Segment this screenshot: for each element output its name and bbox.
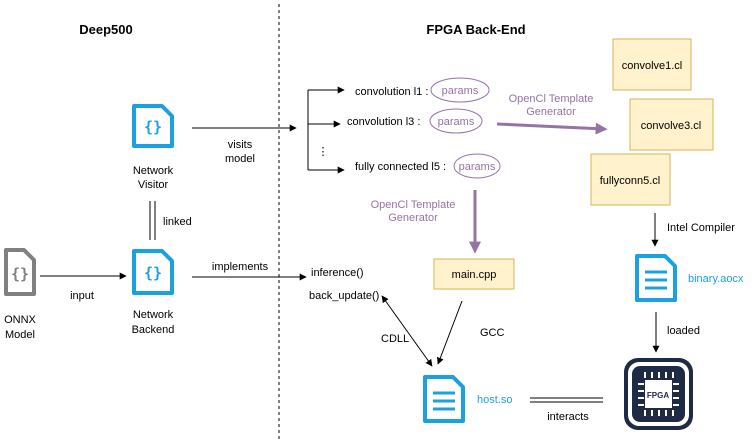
generator-right-label-line1: OpenCl Template (509, 93, 594, 105)
fpga-chip-label: FPGA (647, 391, 669, 400)
host-so-icon (423, 375, 465, 423)
visits-edge-label-line1: visits (228, 139, 253, 151)
backend-curly-glyph: {} (144, 264, 162, 282)
onnx-curly-glyph: {} (11, 265, 29, 283)
network-visitor-icon: {} (132, 104, 174, 148)
gcc-edge-label: GCC (480, 327, 505, 339)
cdll-edge (381, 295, 433, 367)
cdll-edge-label: CDLL (381, 333, 409, 345)
layer-params-ellipse-conv1 (430, 77, 490, 103)
interacts-edge-label: interacts (547, 411, 589, 423)
note-main-cpp (433, 258, 515, 290)
implements-edge-label: implements (212, 261, 269, 273)
generator-down-label-line1: OpenCl Template (371, 199, 456, 211)
note-convolve1-label: convolve1.cl (622, 60, 683, 72)
binary-aocx-icon (635, 254, 677, 302)
note-convolve1 (612, 38, 692, 91)
layer-label-fc5: fully connected l5 : (355, 161, 446, 173)
network-visitor-label-line2: Visitor (138, 179, 169, 191)
section-title-deep500: Deep500 (79, 22, 132, 37)
layer-bracket (307, 86, 345, 174)
method-inference: inference() (311, 267, 364, 279)
method-back-update: back_update() (309, 290, 379, 302)
visitor-curly-glyph: {} (144, 118, 162, 136)
network-backend-label-line2: Backend (132, 324, 175, 336)
generator-right-label-line2: Generator (526, 106, 576, 118)
host-so-label: host.so (477, 394, 512, 406)
layer-params-conv3: params (438, 116, 475, 128)
network-visitor-label-line1: Network (133, 165, 174, 177)
note-fullyconn5-label: fullyconn5.cl (600, 175, 661, 187)
note-convolve3 (629, 98, 714, 151)
note-convolve3-label: convolve3.cl (641, 120, 702, 132)
onnx-model-label-line2: Model (5, 329, 35, 341)
gcc-edge (436, 300, 463, 365)
note-main-cpp-label: main.cpp (452, 269, 497, 281)
linked-edge-label: linked (163, 216, 192, 228)
loaded-edge-label: loaded (667, 325, 700, 337)
onnx-model-label-line1: ONNX (4, 314, 36, 326)
note-fullyconn5 (590, 153, 671, 206)
fpga-chip-icon: FPGA (624, 358, 693, 430)
visits-edge-label-line2: model (225, 153, 255, 165)
layer-params-conv1: params (442, 85, 479, 97)
layer-label-conv3: convolution l3 : (347, 116, 420, 128)
layer-params-ellipse-fc5 (453, 153, 501, 179)
layer-params-fc5: params (459, 161, 496, 173)
binary-aocx-label: binary.aocx (688, 273, 744, 285)
layer-params-ellipse-conv3 (429, 108, 483, 134)
intel-compiler-label: Intel Compiler (667, 222, 735, 234)
layer-ellipsis: ⋮ (318, 146, 329, 158)
layer-label-conv1: convolution l1 : (355, 86, 428, 98)
section-title-fpga-backend: FPGA Back-End (426, 22, 525, 37)
onnx-model-icon: {} (4, 248, 36, 296)
network-backend-icon: {} (132, 249, 174, 295)
input-edge-label: input (70, 290, 94, 302)
generator-right-edge (496, 122, 608, 135)
generator-down-label-line2: Generator (388, 212, 438, 224)
network-backend-label-line1: Network (133, 309, 174, 321)
